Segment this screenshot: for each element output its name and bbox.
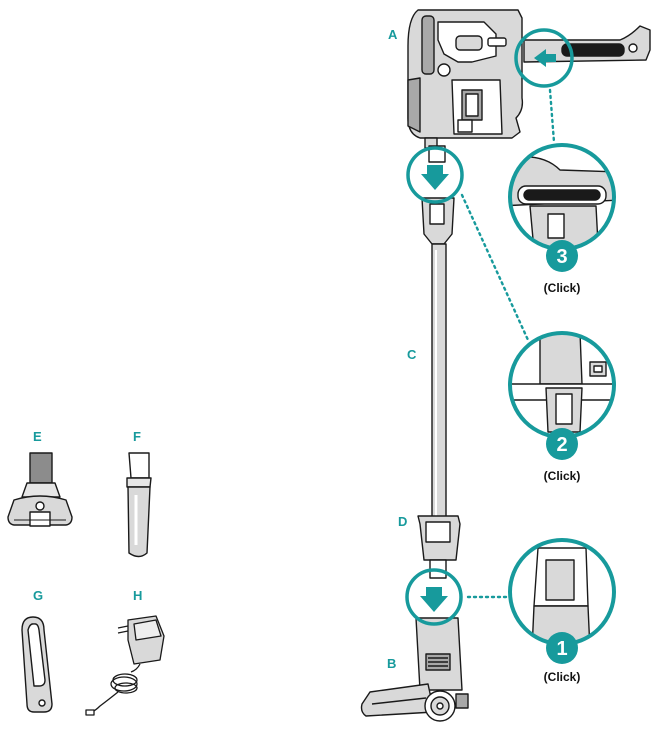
detail-circle-2: 2 (Click) xyxy=(508,331,616,483)
callout-circle-handle-joint xyxy=(406,146,464,204)
part-e-pet-tool xyxy=(7,452,73,527)
label-g: G xyxy=(33,588,43,603)
detail-circle-3: 3 (Click) xyxy=(508,143,616,295)
leader-line-3 xyxy=(548,88,556,144)
part-c-extension-wand xyxy=(417,145,461,579)
arrow-left-icon xyxy=(534,49,556,67)
step-number-1: 1 xyxy=(556,638,567,660)
callout-circle-top xyxy=(514,28,574,88)
step-caption-2: (Click) xyxy=(544,469,581,483)
label-h: H xyxy=(133,588,142,603)
arrow-down-icon xyxy=(420,587,448,612)
part-g-wall-mount xyxy=(21,616,53,713)
step-number-2: 2 xyxy=(556,434,567,456)
label-e: E xyxy=(33,429,42,444)
leader-line-2 xyxy=(460,193,530,342)
part-b-floor-head xyxy=(360,617,469,722)
callout-circle-floor-joint xyxy=(405,568,463,626)
label-b: B xyxy=(387,656,396,671)
step-caption-1: (Click) xyxy=(544,670,581,684)
part-h-charger xyxy=(85,615,165,716)
label-d: D xyxy=(398,514,407,529)
arrow-down-icon xyxy=(421,165,449,190)
label-f: F xyxy=(133,429,141,444)
step-number-3: 3 xyxy=(556,246,567,268)
label-a: A xyxy=(388,27,398,42)
part-a-handheld-unit xyxy=(407,9,524,149)
label-c: C xyxy=(407,347,417,362)
detail-circle-1: 1 (Click) xyxy=(508,538,616,684)
part-f-crevice-tool xyxy=(126,452,152,558)
insert-piece xyxy=(523,25,651,63)
step-caption-3: (Click) xyxy=(544,281,581,295)
